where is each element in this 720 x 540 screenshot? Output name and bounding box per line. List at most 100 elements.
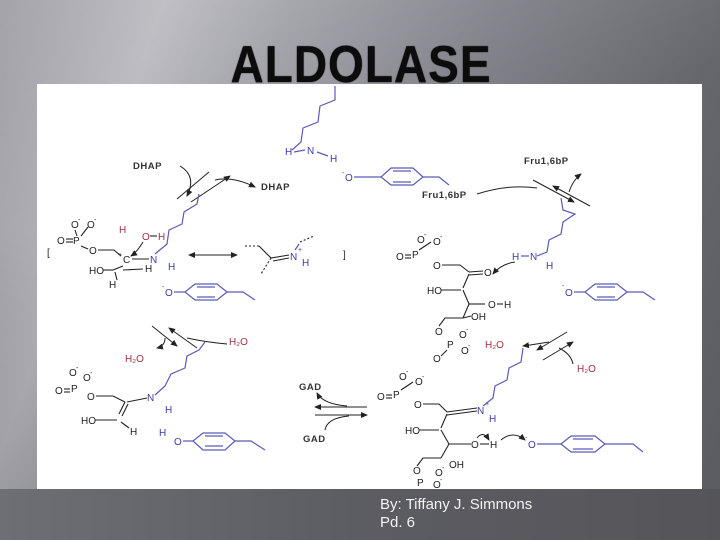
svg-text:H: H: [145, 264, 152, 275]
svg-text:-: -: [406, 369, 409, 376]
svg-text:OH: OH: [449, 460, 464, 471]
footer-band: [0, 489, 720, 540]
svg-text:GAD: GAD: [299, 382, 322, 393]
svg-text:N: N: [307, 146, 314, 157]
svg-text:O: O: [89, 246, 97, 257]
svg-text:O: O: [565, 288, 573, 299]
protonated-schiff-base: O P O- O- O N+ H HO O H OH: [377, 347, 526, 489]
tyrosine-phenolate-bottom-right: O-: [525, 435, 644, 453]
svg-text:HO: HO: [81, 416, 96, 427]
svg-text:C: C: [123, 255, 130, 266]
svg-text:O: O: [57, 236, 65, 247]
svg-text:O: O: [71, 220, 79, 231]
svg-text:-: -: [162, 284, 165, 291]
svg-text:N: N: [477, 406, 484, 417]
svg-text:N: N: [290, 252, 297, 263]
svg-text:O: O: [433, 237, 441, 248]
svg-text:H: H: [489, 414, 496, 425]
svg-text:H: H: [158, 232, 165, 243]
tyrosine-phenolate-top-right: - O: [342, 167, 450, 186]
svg-text:-: -: [342, 170, 345, 177]
svg-text:O: O: [435, 327, 443, 338]
svg-text:O: O: [433, 354, 441, 365]
svg-text:O: O: [396, 252, 404, 263]
svg-text:H₂O: H₂O: [229, 337, 248, 348]
svg-text:+: +: [485, 401, 489, 408]
svg-text:H₂O: H₂O: [577, 364, 596, 375]
svg-text:O: O: [488, 300, 496, 311]
svg-text:O: O: [528, 440, 536, 451]
svg-text:-: -: [78, 217, 81, 224]
svg-text:O: O: [471, 440, 479, 451]
svg-text:O: O: [399, 372, 407, 383]
resonance-form: N+ H ]: [188, 235, 346, 275]
svg-text:HO: HO: [405, 426, 420, 437]
svg-text:O: O: [377, 392, 385, 403]
svg-text:O: O: [435, 468, 443, 479]
svg-text:-: -: [424, 232, 427, 239]
mechanism-diagram-panel: H N H DHAP DHAP [ O P O- O- O: [37, 84, 702, 489]
svg-text:-: -: [468, 343, 471, 350]
svg-text:-: -: [90, 370, 93, 377]
tyrosine-phenolate-right: - O: [562, 283, 656, 301]
slide-title: ALDOLASE: [230, 35, 492, 94]
svg-text:O: O: [433, 261, 441, 272]
svg-text:H₂O: H₂O: [125, 354, 144, 365]
svg-text:N: N: [150, 255, 157, 266]
svg-text:H: H: [165, 405, 172, 416]
svg-text:P: P: [412, 250, 419, 261]
svg-text:P: P: [447, 340, 454, 351]
svg-text:H: H: [330, 154, 337, 165]
svg-text:O: O: [83, 373, 91, 384]
svg-text:-: -: [76, 365, 79, 372]
svg-text:O: O: [165, 288, 173, 299]
svg-text:-: -: [466, 327, 469, 334]
tyrosine-phenolate-left: - O: [162, 283, 256, 301]
svg-text:Fru1,6bP: Fru1,6bP: [524, 156, 569, 167]
svg-text:Fru1,6bP: Fru1,6bP: [422, 190, 467, 201]
lysine-amine-right: H N H: [492, 197, 577, 275]
svg-text:O: O: [142, 232, 150, 243]
svg-text:P: P: [71, 384, 78, 395]
svg-text:H: H: [490, 440, 497, 451]
fructose-bisphosphate-equilibrium: Fru1,6bP Fru1,6bP: [422, 156, 591, 207]
svg-text:+: +: [118, 252, 122, 259]
period-line: Pd. 6: [380, 514, 416, 531]
water-equilibrium-right: H₂O H₂O: [485, 331, 596, 375]
svg-text:O: O: [87, 220, 95, 231]
svg-text:HO: HO: [427, 286, 442, 297]
svg-text:H: H: [159, 428, 166, 439]
svg-text:H: H: [504, 300, 511, 311]
svg-text:]: ]: [343, 250, 346, 261]
svg-text:O: O: [87, 392, 95, 403]
author-line: By: Tiffany J. Simmons: [380, 496, 533, 513]
svg-text:H: H: [109, 280, 116, 291]
svg-text:H: H: [168, 262, 175, 273]
fructose-bisphosphate: O P O- O- O O HO O H OH O P O-: [396, 232, 511, 365]
author-credit: By: Tiffany J. Simmons Pd. 6: [380, 496, 532, 532]
svg-text:DHAP: DHAP: [133, 161, 162, 172]
svg-text:DHAP: DHAP: [261, 182, 290, 193]
svg-text:O: O: [345, 173, 353, 184]
svg-text:O: O: [433, 480, 441, 489]
svg-text:P: P: [73, 236, 80, 247]
svg-text:O: O: [414, 400, 422, 411]
svg-text:H: H: [512, 252, 519, 263]
svg-text:[: [: [47, 248, 50, 259]
svg-text:-: -: [94, 217, 97, 224]
free-lysine: H N H: [285, 86, 337, 165]
svg-text:H: H: [130, 427, 137, 438]
svg-text:-: -: [525, 435, 528, 442]
svg-text:O: O: [69, 368, 77, 379]
carbinolamine-intermediate: [ O P O- O- O C+ HO H H H O H: [47, 193, 200, 291]
svg-text:P: P: [393, 390, 400, 401]
svg-text:O: O: [415, 377, 423, 388]
svg-text:-: -: [562, 283, 565, 290]
svg-text:H: H: [302, 258, 309, 269]
svg-text:GAD: GAD: [303, 434, 326, 445]
svg-text:HO: HO: [89, 266, 104, 277]
svg-text:P: P: [417, 478, 424, 489]
svg-text:-: -: [440, 477, 443, 484]
svg-text:O: O: [174, 437, 182, 448]
svg-text:N: N: [147, 393, 154, 404]
